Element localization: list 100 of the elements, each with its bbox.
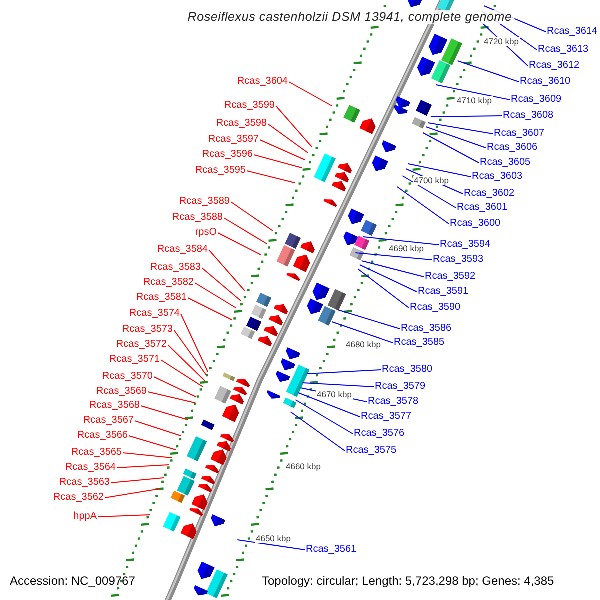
gene-label: Rcas_3573 (122, 324, 173, 336)
leader-line (288, 82, 332, 106)
leader-line (218, 232, 262, 256)
leader-line (361, 260, 424, 278)
gene-label: Rcas_3599 (224, 100, 275, 112)
gene-label: Rcas_3574 (129, 308, 180, 320)
gene-label: rpsO (195, 227, 217, 239)
gene-label: Rcas_3572 (116, 339, 167, 351)
gene-label: Rcas_3591 (418, 286, 469, 298)
gene-label: Rcas_3585 (394, 337, 445, 349)
gene-label: Rcas_3597 (208, 134, 259, 146)
gene-label: Rcas_3610 (520, 76, 571, 88)
gene-label: Rcas_3563 (59, 477, 110, 489)
leader-line (134, 420, 182, 436)
scale-label: 4710 kbp (456, 96, 493, 106)
gene-label: Rcas_3583 (150, 262, 201, 274)
gene-label: Rcas_3577 (361, 411, 412, 423)
leader-line (254, 154, 302, 168)
gene-label: Rcas_3601 (457, 202, 508, 214)
gene-label: Rcas_3576 (354, 428, 405, 440)
leader-line (306, 370, 382, 374)
leader-line (128, 436, 176, 450)
gene-label: Rcas_3590 (410, 302, 461, 314)
leader-line (428, 122, 494, 134)
gene-label: Rcas_3612 (529, 60, 580, 72)
gene-label: Rcas_3567 (83, 415, 134, 427)
gene-label: Rcas_3568 (89, 400, 140, 412)
gene-label: Rcas_3592 (425, 271, 476, 283)
gene-label: Rcas_3607 (494, 128, 545, 140)
leader-line (426, 126, 486, 148)
leader-line (188, 298, 232, 320)
gene-label: Rcas_3594 (440, 239, 491, 251)
gene-label: Rcas_3571 (109, 354, 160, 366)
scale-label: 4700 kbp (413, 176, 450, 186)
leader-line (302, 382, 374, 388)
leader-line (362, 236, 440, 246)
leader-line (154, 376, 196, 398)
leader-line (140, 406, 188, 420)
leader-line (355, 252, 432, 260)
gene-label: Rcas_3589 (179, 196, 230, 208)
scale-label: 4720 kbp (483, 38, 520, 46)
gene-label: Rcas_3603 (472, 171, 523, 183)
gene-label: Rcas_3561 (306, 544, 357, 556)
gene-label: Rcas_3595 (195, 165, 246, 177)
leader-line (268, 124, 308, 154)
leader-line (430, 116, 502, 118)
gene-label: Rcas_3565 (71, 447, 122, 459)
gene-label: Rcas_3580 (382, 364, 433, 376)
leader-line (338, 310, 400, 330)
diagram-title: Roseiflexus castenholzii DSM 13941, complete genome (186, 10, 514, 24)
leader-line (359, 264, 418, 292)
leader-line (402, 176, 456, 208)
gene-label: Rcas_3578 (368, 396, 419, 408)
gene-label: Rcas_3579 (375, 381, 426, 393)
gene-label: Rcas_3566 (77, 430, 128, 442)
leader-line (276, 106, 312, 148)
footer-note: Accession: NC_009767 (10, 574, 136, 588)
scale-label: 4650 kbp (255, 534, 292, 544)
leader-line (110, 478, 164, 484)
gene-label: Rcas_3604 (237, 76, 288, 88)
leader-line (224, 218, 268, 244)
gene-label: Rcas_3564 (65, 462, 116, 474)
gene-label: hppA (74, 511, 97, 523)
gene-label: Rcas_3605 (480, 157, 531, 169)
gene-label: Rcas_3598 (216, 118, 267, 130)
leader-line (422, 132, 480, 164)
gene-label: Rcas_3570 (102, 371, 153, 383)
leader-line (237, 540, 306, 550)
gene-label: Rcas_3584 (157, 244, 208, 256)
leader-line (208, 250, 246, 292)
gene-label: Rcas_3608 (503, 110, 554, 122)
gene-label: Rcas_3582 (143, 277, 194, 289)
gene-label: Rcas_3602 (464, 188, 515, 200)
leader-line (174, 330, 208, 376)
gene-label: Rcas_3606 (487, 142, 538, 154)
leader-line (295, 400, 354, 434)
gene-label: Rcas_3588 (172, 212, 223, 224)
scale-label: 4660 kbp (285, 462, 322, 472)
leader-line (408, 164, 472, 178)
leader-line (396, 186, 450, 224)
gene-label: Rcas_3586 (401, 323, 452, 335)
leader-line (230, 202, 274, 232)
leader-line (148, 392, 196, 404)
scale-label: 4670 kbp (316, 390, 353, 400)
leader-line (104, 488, 160, 498)
gene-label: Rcas_3581 (136, 292, 187, 304)
leader-line (168, 344, 206, 382)
gene-label: Rcas_3562 (53, 492, 104, 504)
leader-line (436, 84, 510, 100)
gene-label: Rcas_3569 (96, 386, 147, 398)
leader-line (202, 268, 242, 302)
gene-label: Rcas_3613 (538, 44, 589, 56)
leader-line (194, 282, 236, 308)
scale-label: 4680 kbp (345, 340, 382, 350)
leader-line (180, 314, 208, 372)
leader-line (98, 514, 150, 518)
gene-label: Rcas_3609 (511, 94, 562, 106)
gene-label: Rcas_3575 (346, 445, 397, 457)
gene-label: Rcas_3614 (547, 26, 598, 38)
leader-line (357, 268, 410, 308)
